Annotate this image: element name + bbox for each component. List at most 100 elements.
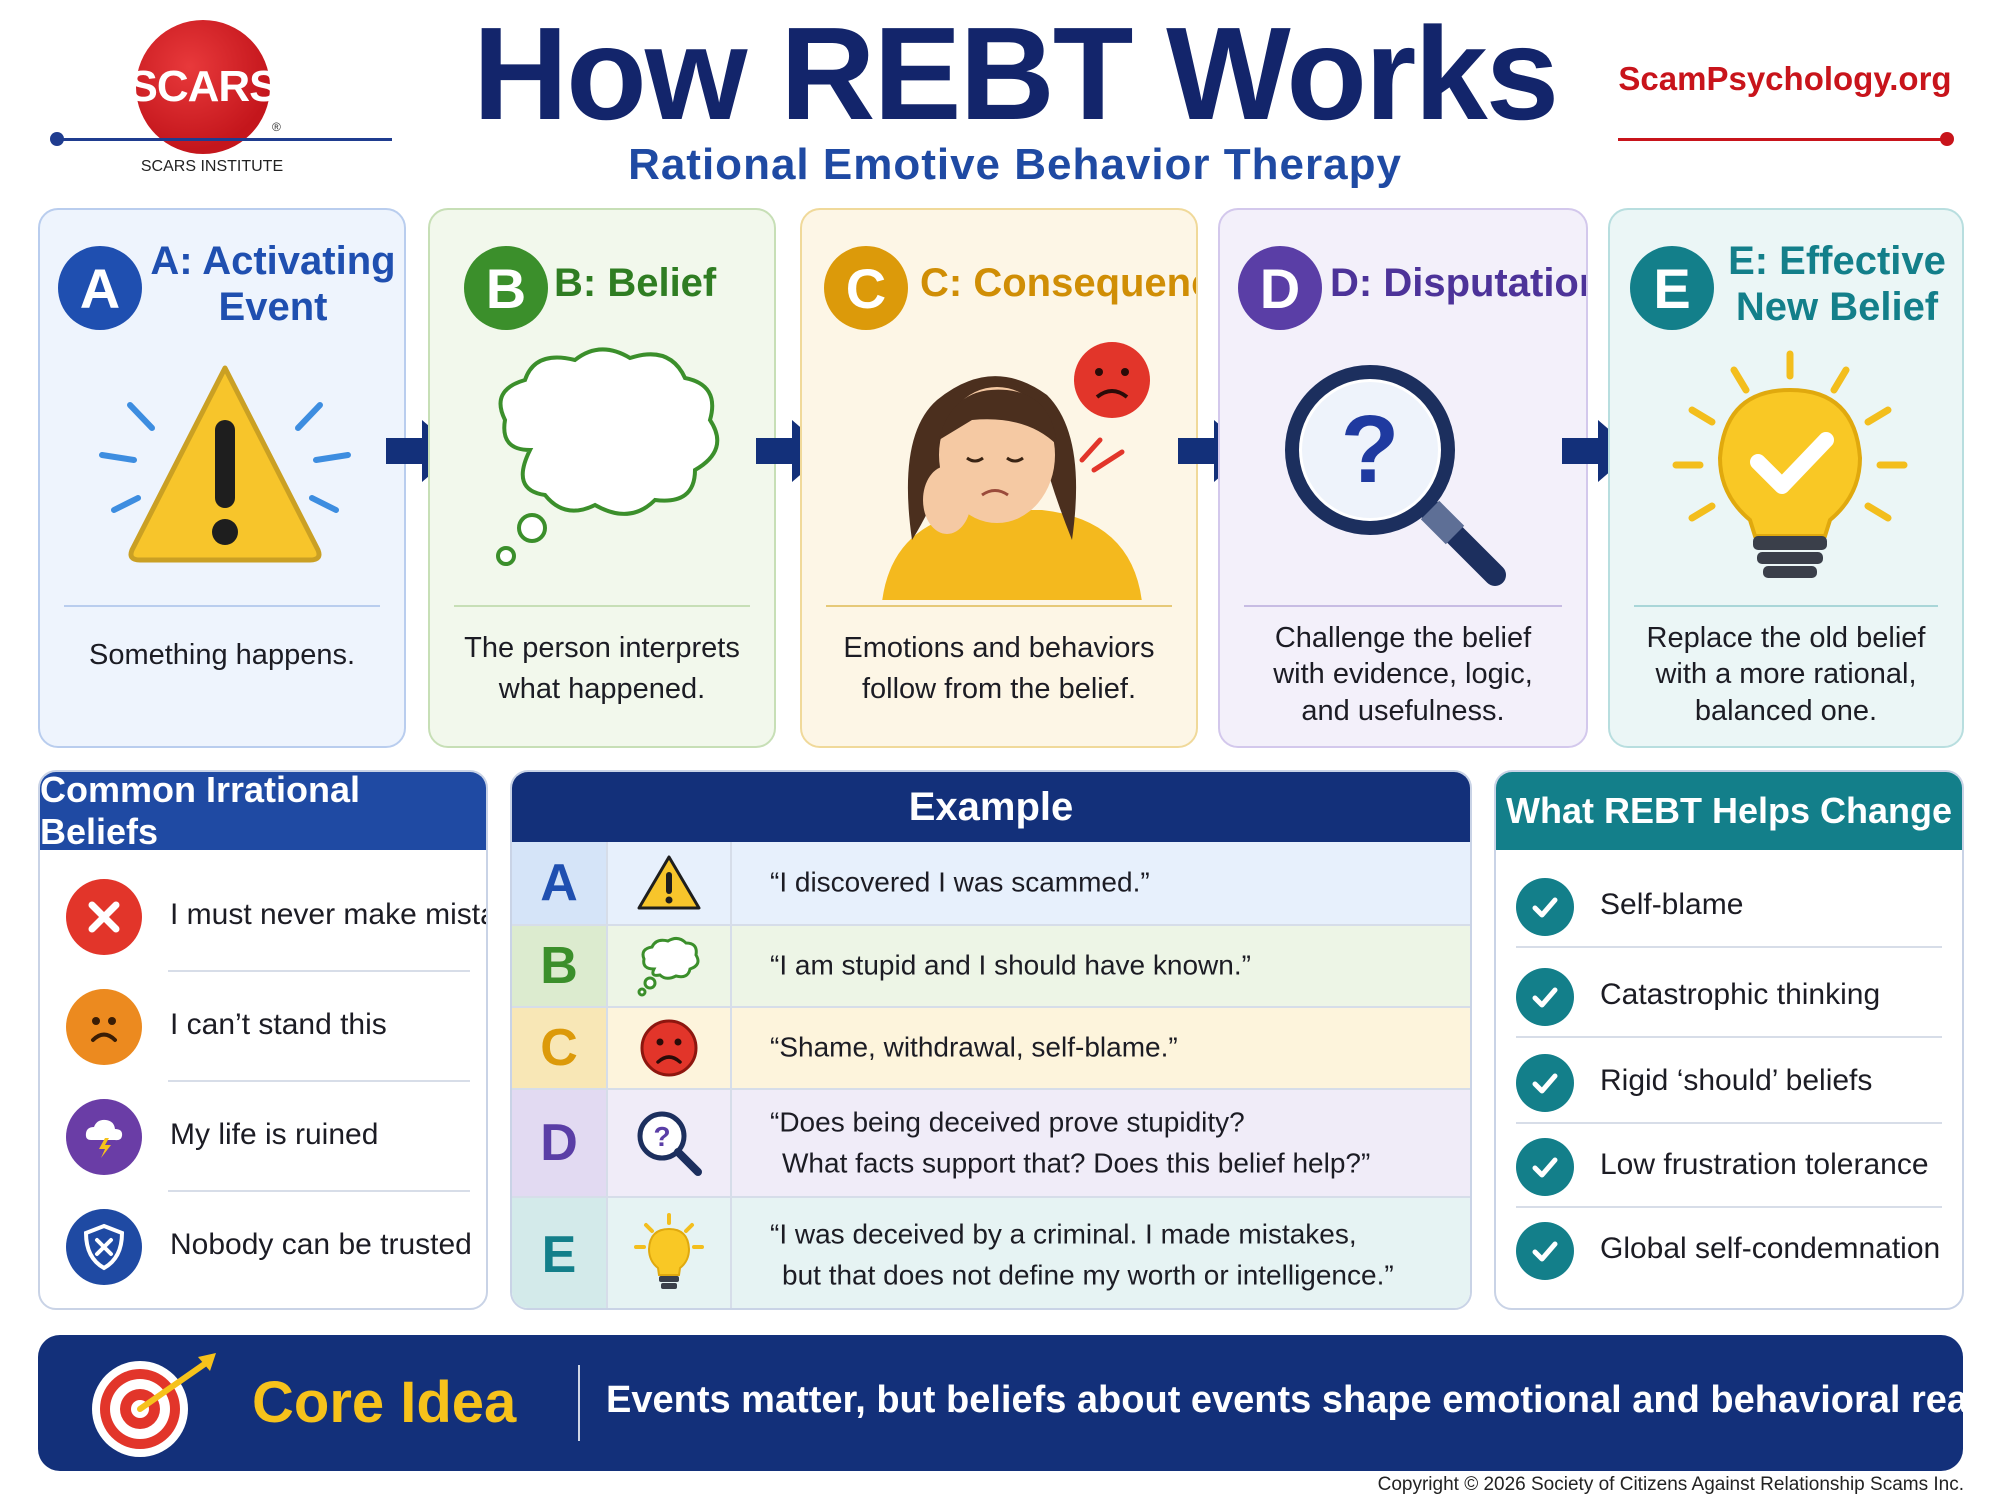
belief-text: Nobody can be trusted <box>170 1228 472 1261</box>
rebt-changes-panel: What REBT Helps Change Self-blame Catast… <box>1494 770 1964 1310</box>
check-icon <box>1516 1138 1574 1196</box>
list-item: I can’t stand this <box>40 972 486 1082</box>
row-letter: E <box>512 1198 608 1308</box>
row-letter: A <box>512 842 608 924</box>
panel-title: What REBT Helps Change <box>1496 772 1962 850</box>
step-title-line1: C: Consequence <box>920 261 1196 305</box>
step-divider <box>1244 605 1562 607</box>
row-letter: B <box>512 926 608 1006</box>
step-divider <box>1634 605 1938 607</box>
divider <box>168 1190 470 1192</box>
row-letter: D <box>512 1090 608 1196</box>
list-item: Global self-condemnation <box>1496 1208 1962 1292</box>
target-icon <box>92 1353 216 1457</box>
change-text: Low frustration tolerance <box>1600 1148 1929 1181</box>
step-desc-line1: The person interprets <box>464 632 740 664</box>
list-item: Rigid ‘should’ beliefs <box>1496 1040 1962 1124</box>
table-row: E “I was deceived by a criminal. I made … <box>512 1198 1470 1308</box>
change-text: Self-blame <box>1600 888 1744 921</box>
copyright-text: Copyright © 2026 Society of Citizens Aga… <box>1377 1474 1964 1495</box>
header-rule-right <box>1618 138 1950 141</box>
step-desc-line2: with evidence, logic, <box>1273 658 1533 691</box>
step-desc-line1: Something happens. <box>88 639 356 671</box>
check-icon <box>1516 1054 1574 1112</box>
warning-icon <box>99 365 351 563</box>
example-panel: Example A “I discovered I was scammed.” … <box>510 770 1472 1310</box>
step-divider <box>64 605 380 607</box>
step-card-a: A A: Activating Event Something happens. <box>38 208 406 748</box>
check-icon <box>1516 1222 1574 1280</box>
belief-text: I can’t stand this <box>170 1008 387 1041</box>
example-text: “I was deceived by a criminal. I made mi… <box>770 1214 1450 1295</box>
thought-bubble-icon <box>608 926 732 1006</box>
step-card-c: C C: Consequence Emotions and behaviors … <box>800 208 1198 748</box>
table-row: D ? “Does being deceived prove stupidity… <box>512 1090 1470 1198</box>
step-description: The person interprets what happened. <box>444 628 760 709</box>
scars-logo: SCARS <box>128 20 279 154</box>
step-card-e: E E: Effective New Belief Replace the ol… <box>1608 208 1964 748</box>
x-circle-icon <box>66 879 142 955</box>
core-idea-banner: Core Idea Events matter, but beliefs abo… <box>38 1335 2000 1471</box>
header-rule-left <box>56 138 392 141</box>
divider <box>1516 1206 1942 1208</box>
step-title-line2: New Belief <box>1735 285 1939 329</box>
check-icon <box>1516 968 1574 1026</box>
list-item: Nobody can be trusted <box>40 1192 486 1302</box>
header-rule-dot-right <box>1940 132 1954 146</box>
logo-text: SCARS <box>128 62 278 111</box>
lightbulb-check-icon <box>1672 350 1908 578</box>
divider <box>1516 1036 1942 1038</box>
list-item: I must never make mistakes <box>40 862 486 972</box>
step-letter-circle: D <box>1238 246 1322 330</box>
list-item: Catastrophic thinking <box>1496 954 1962 1038</box>
irrational-beliefs-panel: Common Irrational Beliefs I must never m… <box>38 770 488 1310</box>
svg-text:?: ? <box>1341 396 1400 503</box>
step-title: C: Consequence <box>920 260 1196 306</box>
sad-face-icon <box>66 989 142 1065</box>
list-item: Self-blame <box>1496 864 1962 948</box>
page-subtitle: Rational Emotive Behavior Therapy <box>628 140 1402 189</box>
table-row: A “I discovered I was scammed.” <box>512 842 1470 926</box>
step-letter-circle: E <box>1630 246 1714 330</box>
example-text: “Shame, withdrawal, self-blame.” <box>770 1028 1450 1069</box>
row-letter: C <box>512 1008 608 1088</box>
core-idea-text: Events matter, but beliefs about events … <box>606 1379 2000 1421</box>
example-line1: “I was deceived by a criminal. I made mi… <box>770 1218 1357 1250</box>
example-line1: “Does being deceived prove stupidity? <box>770 1106 1245 1138</box>
belief-text: I must never make mistakes <box>170 898 486 931</box>
site-link[interactable]: ScamPsychology.org <box>1618 60 1952 97</box>
divider <box>168 1080 470 1082</box>
step-desc-line2: what happened. <box>498 672 706 705</box>
step-title-line2: Event <box>218 285 328 329</box>
check-icon <box>1516 878 1574 936</box>
step-desc-line1: Emotions and behaviors <box>843 632 1155 664</box>
step-description: Challenge the belief with evidence, logi… <box>1234 620 1572 729</box>
step-description: Something happens. <box>54 635 390 676</box>
belief-text: My life is ruined <box>170 1118 379 1151</box>
step-title-line1: E: Effective <box>1728 239 1946 283</box>
table-row: B “I am stupid and I should have known.” <box>512 926 1470 1008</box>
magnifier-question-icon: ? <box>608 1090 732 1196</box>
example-line2: but that does not define my worth or int… <box>782 1259 1394 1290</box>
step-divider <box>454 605 750 607</box>
step-title-line1: D: Disputation <box>1330 261 1588 305</box>
example-text: “I am stupid and I should have known.” <box>770 946 1450 987</box>
thought-bubble-icon <box>496 347 720 566</box>
change-text: Rigid ‘should’ beliefs <box>1600 1064 1873 1097</box>
step-card-b: B B: Belief The person interprets what h… <box>428 208 776 748</box>
step-desc-line1: Replace the old belief <box>1646 622 1926 654</box>
header-rule-dot-left <box>50 132 64 146</box>
step-description: Replace the old belief with a more ratio… <box>1624 620 1948 729</box>
change-text: Catastrophic thinking <box>1600 978 1881 1011</box>
step-desc-line3: and usefulness. <box>1301 694 1505 727</box>
step-title-line1: A: Activating <box>150 239 396 283</box>
step-desc-line2: follow from the belief. <box>861 672 1136 705</box>
table-row: C “Shame, withdrawal, self-blame.” <box>512 1008 1470 1090</box>
step-card-d: D D: Disputation ? Challenge the belief … <box>1218 208 1588 748</box>
step-title: B: Belief <box>554 260 764 306</box>
step-description: Emotions and behaviors follow from the b… <box>816 628 1182 709</box>
step-title-line1: B: Belief <box>554 261 717 305</box>
divider <box>1516 1122 1942 1124</box>
divider <box>1516 946 1942 948</box>
magnifier-question-icon: ? <box>1285 365 1506 586</box>
